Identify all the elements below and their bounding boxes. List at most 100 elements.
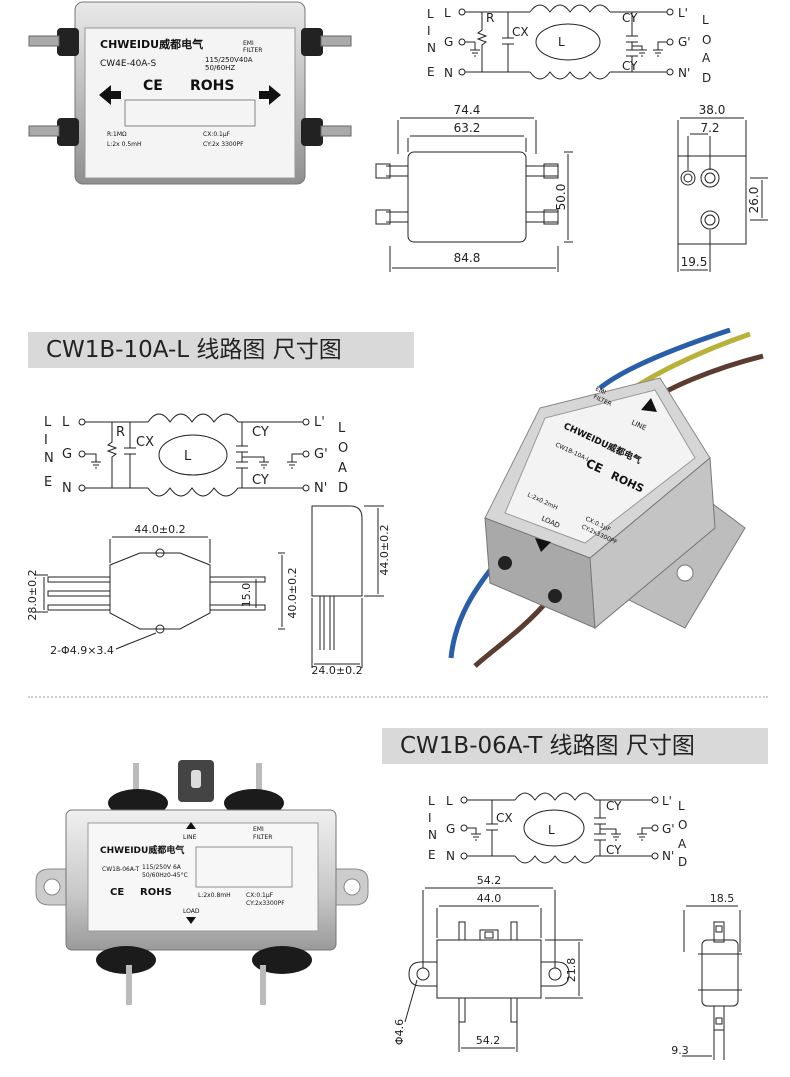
photo3-spec1: 115/250V 6A [142,864,182,871]
photo1-cy: CY:2x 3300PF [203,141,244,148]
svg-text:L': L' [678,6,688,20]
svg-text:D: D [702,71,711,85]
svg-text:L: L [427,7,434,21]
dimension-drawing-side-cw1b-06a-t: 18.5 9.3 [671,892,742,1060]
svg-text:G': G' [314,447,328,462]
svg-text:N': N' [662,849,674,863]
svg-text:L: L [428,794,435,808]
svg-text:G: G [446,822,455,836]
dim-40-0: 40.0±0.2 [286,567,299,618]
arrow-up-icon [641,398,657,412]
svg-text:CY: CY [252,473,269,488]
dim-19-5: 19.5 [681,255,708,269]
photo3-cy: CY:2x3300PF [246,900,285,907]
svg-text:A: A [702,51,711,65]
photo3-ce-mark: CE [110,887,124,898]
photo2-emi: EMI [594,385,607,396]
svg-text:CX: CX [512,25,529,39]
dimension-drawing-front-cw1b-06a-t: 54.2 44.0 21.8 Φ4.6 54.2 [393,874,583,1052]
photo3-spec2: 50/60Hz0-45°C [142,872,188,879]
dim-18-5: 18.5 [710,892,735,905]
svg-text:I: I [427,24,431,38]
svg-text:N: N [62,481,72,496]
dim-54-2-top: 54.2 [477,874,502,887]
svg-text:O: O [338,441,348,456]
svg-text:CX: CX [136,435,154,450]
product-photo-cw1b-06a-t: CHWEIDU威都电气 EMI FILTER LINE CW1B-06A-T 1… [35,760,369,1005]
dim-21-8: 21.8 [565,958,578,983]
dimension-drawing-front-cw1b-10a-l: 44.0±0.2 28.0±0.2 15.0 40.0±0.2 2-Φ4.9×3… [26,523,299,657]
photo1-spec1: 115/250V40A [205,56,253,64]
arrow-down-icon [535,538,551,552]
svg-text:N: N [444,66,453,80]
svg-text:L: L [62,415,70,430]
svg-text:N': N' [678,66,690,80]
product-photo-cw4e: CHWEIDU威都电气 EMI FILTER CW4E-40A-S 115/25… [25,0,365,190]
photo1-emi: EMI [243,40,254,47]
photo3-model: CW1B-06A-T [102,866,139,873]
dim-9-3: 9.3 [671,1044,689,1057]
photo3-brand: CHWEIDU威都电气 [100,844,184,856]
photo1-l: L:2x 0.5mH [107,141,142,148]
svg-text:G: G [444,35,453,49]
dimension-drawing-side-cw1b-10a-l: 44.0±0.2 24.0±0.2 [311,505,391,675]
photo1-spec2: 50/60HZ [205,64,235,72]
svg-text:G': G' [678,35,691,49]
arrow-down-icon [186,917,196,924]
circuit-diagram-cw4e: L I N E L O A D L G N L' G' N' R CX L CY… [427,4,711,85]
svg-text:L: L [44,415,52,430]
arrow-right-icon [259,85,281,105]
svg-text:CY: CY [606,799,622,813]
photo3-l: L:2x0.8mH [198,892,231,899]
svg-text:CX: CX [496,811,513,825]
dim-54-2-bottom: 54.2 [476,1034,501,1047]
svg-text:E: E [428,848,436,862]
arrow-up-icon [186,822,196,829]
svg-text:N: N [44,451,54,466]
svg-text:CY: CY [622,59,638,73]
svg-text:L: L [558,35,565,49]
dim-side-44-0: 44.0±0.2 [378,524,391,575]
dim-15-0: 15.0 [240,583,253,608]
svg-text:N: N [446,849,455,863]
dim-84-8: 84.8 [454,251,481,265]
dim-74-4: 74.4 [454,103,481,117]
svg-text:R: R [486,11,494,25]
svg-text:L: L [184,449,192,464]
svg-text:L: L [702,13,709,27]
photo1-brand: CHWEIDU威都电气 [100,37,203,51]
section-divider [28,696,768,698]
dim-hole-4-6: Φ4.6 [393,1019,406,1045]
svg-text:CY: CY [252,425,269,440]
svg-text:N: N [428,828,437,842]
dimension-drawing-front-cw4e: 74.4 63.2 84.8 50.0 [375,103,573,272]
photo3-cx: CX:0.1μF [246,892,274,899]
svg-text:L': L' [314,415,325,430]
svg-text:CY: CY [622,11,638,25]
svg-text:G: G [62,447,72,462]
svg-text:E: E [44,475,52,490]
svg-text:R: R [116,425,125,440]
svg-text:O: O [678,818,687,832]
svg-text:E: E [427,65,435,79]
section-title-cw1b-06a-t: CW1B-06A-T 线路图 尺寸图 [382,728,768,764]
circuit-diagram-cw1b-06a-t: L I N E L O A D L G N L' G' N' CX L CY C… [428,792,687,869]
photo1-ce-mark: CE [143,78,163,94]
dim-26-0: 26.0 [747,187,761,214]
svg-text:L': L' [662,794,672,808]
dim-mounting-hole: 2-Φ4.9×3.4 [50,644,114,657]
photo1-r: R:1MΩ [107,131,127,138]
photo2-ce-mark: CE [584,456,605,476]
product-photo-cw1b-10a-l: CHWEIDU威都电气 CW1B-10A-L EMI FILTER LINE C… [448,328,764,668]
dim-38-0: 38.0 [699,103,726,117]
photo3-load: LOAD [183,908,200,915]
svg-text:L: L [446,794,453,808]
svg-text:A: A [338,461,347,476]
svg-text:G': G' [662,822,675,836]
svg-text:D: D [338,481,348,496]
dim-63-2: 63.2 [454,121,481,135]
photo3-rohs-mark: ROHS [140,887,172,898]
photo1-filter: FILTER [243,47,262,54]
svg-text:I: I [44,433,48,448]
svg-text:I: I [428,811,432,825]
